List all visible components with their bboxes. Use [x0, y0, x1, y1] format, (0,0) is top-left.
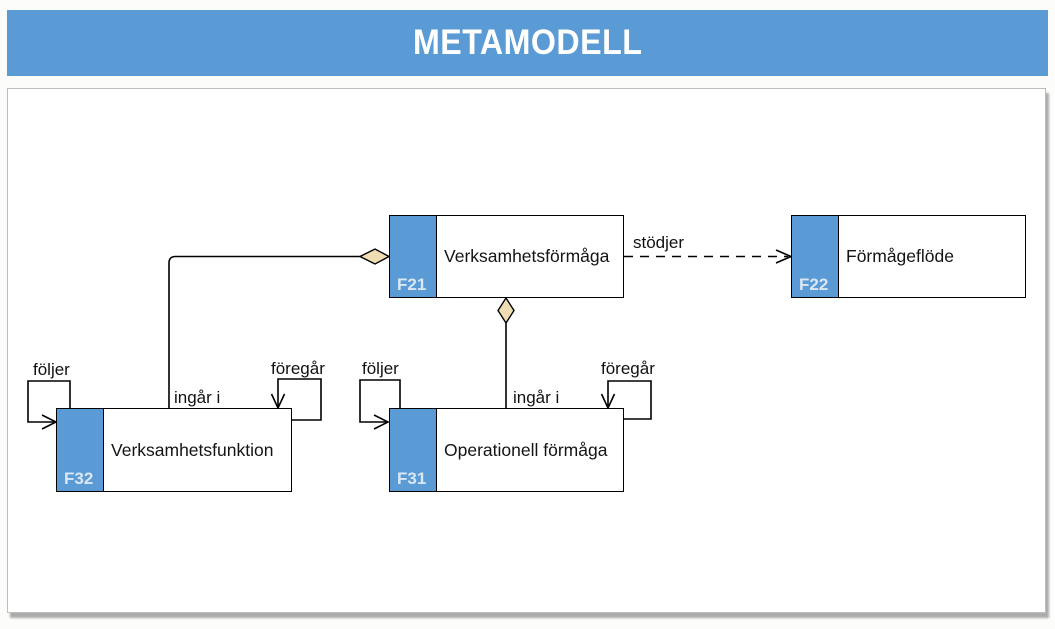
box-verksamhetsformaga: F21 Verksamhetsförmåga	[389, 215, 624, 298]
box-id-badge: F22	[799, 275, 829, 294]
connector-foljer-f31	[359, 379, 401, 423]
box-formagefl ode: F22 Förmågeflöde	[791, 215, 1026, 298]
box-label: Operationell förmåga	[444, 439, 608, 460]
connector-label-foljer-f31: följer	[362, 359, 399, 378]
connector-layer: ingår i ingår i stödjer följer föregår f…	[27, 233, 794, 430]
diagram-canvas: ingår i ingår i stödjer följer föregår f…	[7, 88, 1046, 613]
box-id-badge: F32	[64, 469, 94, 488]
aggregation-diamond-icon	[358, 248, 391, 265]
connector-foregar-f32	[277, 378, 322, 421]
connector-label-foregar-f31: föregår	[601, 359, 655, 378]
box-verksamhetsfunktion: F32 Verksamhetsfunktion	[56, 408, 292, 492]
header-bar: METAMODELL	[7, 10, 1048, 76]
box-label: Förmågeflöde	[846, 246, 954, 266]
connector-label-stodjer: stödjer	[633, 233, 684, 252]
box-id-badge: F31	[397, 469, 427, 488]
box-label: Verksamhetsförmåga	[444, 246, 610, 266]
open-arrowhead-icon	[373, 414, 390, 430]
connector-label-ingar-i-f31: ingår i	[513, 388, 559, 407]
connector-label-foljer-f32: följer	[33, 360, 70, 379]
box-label: Verksamhetsfunktion	[111, 439, 274, 460]
connector-label-foregar-f32: föregår	[271, 359, 325, 378]
box-tab-f21: F21	[390, 216, 437, 297]
connector-foljer-f32	[27, 380, 71, 423]
aggregation-diamond-icon	[497, 296, 515, 325]
page-title: METAMODELL	[412, 23, 643, 62]
box-operationell-formaga: F31 Operationell förmåga	[389, 408, 624, 492]
connector-label-ingar-i-f32: ingår i	[174, 388, 220, 407]
box-tab-f32: F32	[57, 409, 104, 491]
open-arrowhead-icon	[775, 249, 794, 264]
box-tab-f22: F22	[792, 216, 839, 297]
connector-foregar-f31	[607, 380, 652, 420]
connector-ingar-i-f32	[168, 255, 360, 408]
box-tab-f31: F31	[390, 409, 437, 491]
box-id-badge: F21	[397, 275, 427, 294]
